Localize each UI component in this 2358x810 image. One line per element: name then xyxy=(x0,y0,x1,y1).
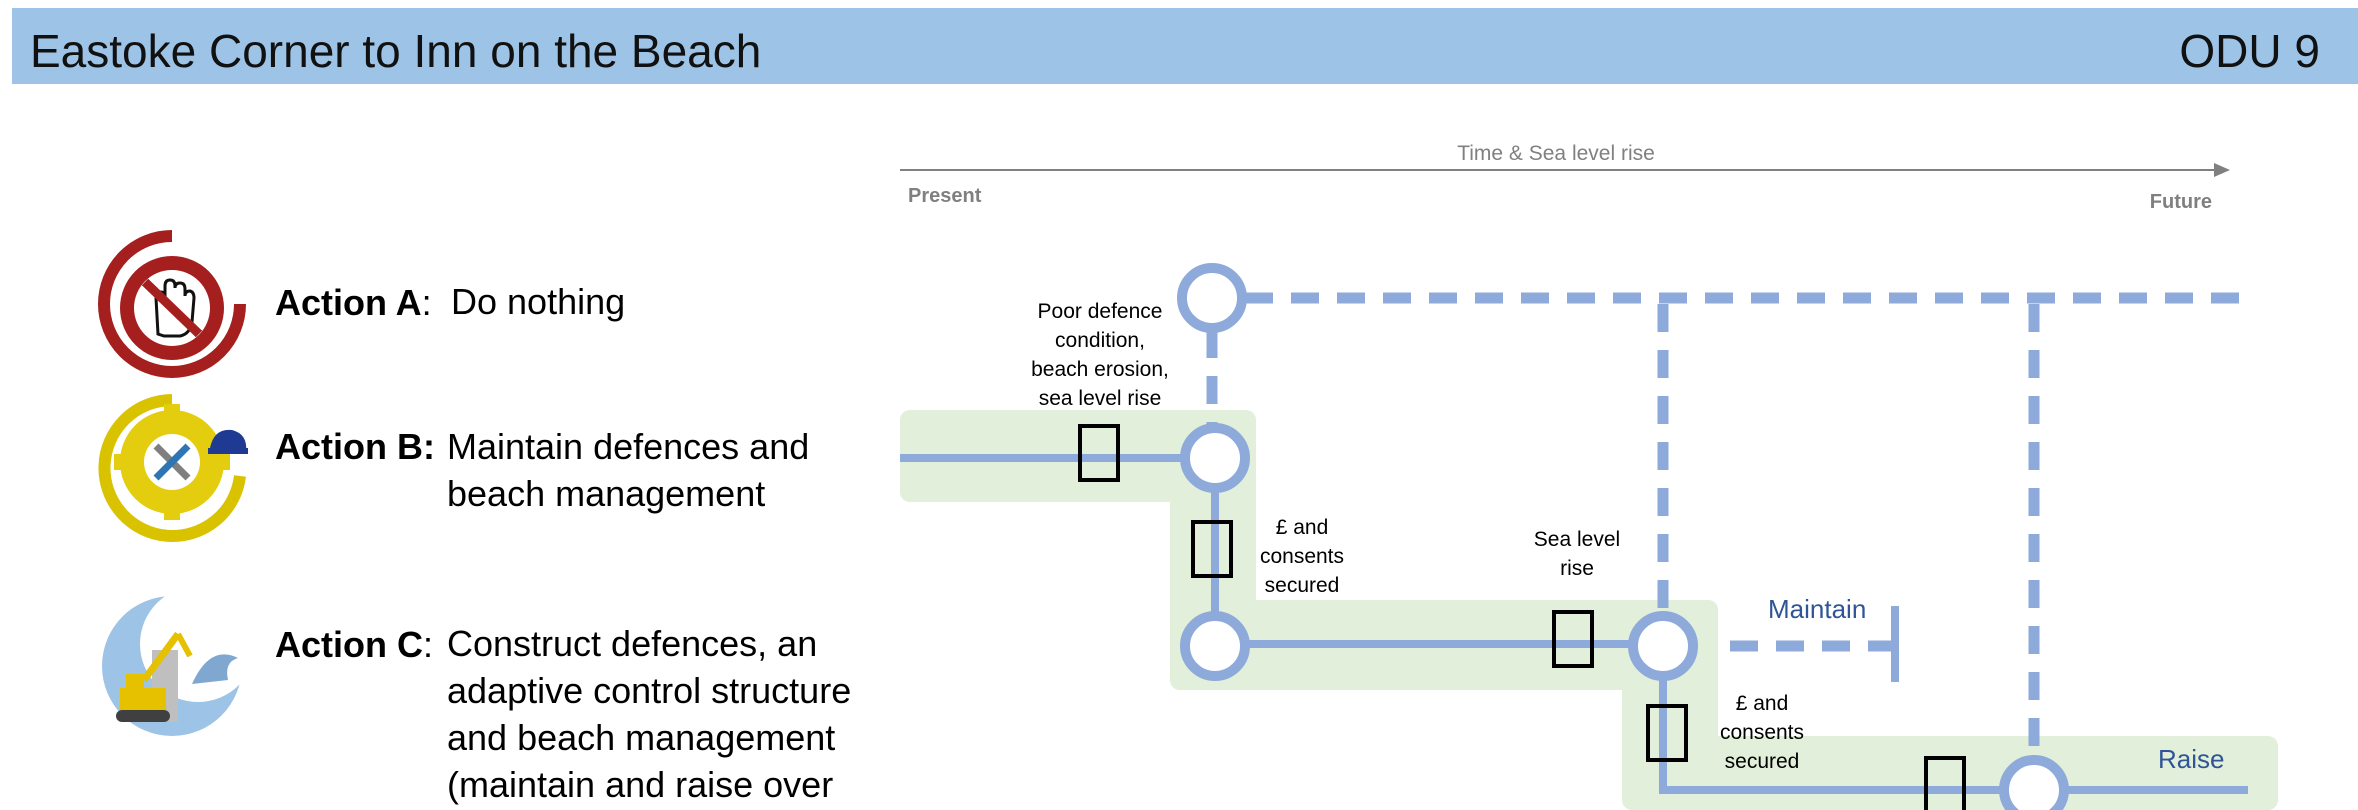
trigger-box-5 xyxy=(1924,756,1966,810)
action-b-description: Maintain defences and beach management xyxy=(447,426,810,514)
action-c-description: Construct defences, an adaptive control … xyxy=(447,623,852,805)
future-label: Future xyxy=(2150,191,2212,213)
present-label: Present xyxy=(908,185,982,207)
action-a-description: Do nothing xyxy=(451,281,626,322)
trigger-funds-1-line-1: £ and xyxy=(1276,516,1329,539)
trigger-box-3 xyxy=(1552,610,1594,668)
time-axis-arrow xyxy=(2214,163,2230,177)
trigger-sea-level-line-2: rise xyxy=(1560,557,1594,580)
trigger-box-4 xyxy=(1646,704,1688,762)
decision-node-2 xyxy=(1180,611,1250,681)
trigger-funds-1-line-3: secured xyxy=(1265,574,1340,597)
decision-node-3 xyxy=(1628,611,1698,681)
trigger-funds-2-line-1: £ and xyxy=(1736,692,1789,715)
trigger-funds-2-line-3: secured xyxy=(1725,750,1800,773)
trigger-box-1 xyxy=(1078,424,1120,482)
trigger-funds-1-line-2: consents xyxy=(1260,545,1344,568)
maintain-gear-icon xyxy=(92,390,252,550)
decision-node-1 xyxy=(1180,423,1250,493)
trigger-funds-2-line-2: consents xyxy=(1720,721,1804,744)
action-c-label: Action C: xyxy=(275,624,434,665)
trigger-poor-line-3: beach erosion, xyxy=(1031,358,1169,381)
trigger-poor-line-2: condition, xyxy=(1055,329,1145,352)
do-nothing-hand-icon xyxy=(92,226,252,386)
action-a-label: Action A: xyxy=(275,282,432,323)
page-title: Eastoke Corner to Inn on the Beach xyxy=(30,25,762,77)
decision-node-4 xyxy=(1999,755,2069,810)
title-bar: Eastoke Corner to Inn on the Beach ODU 9 xyxy=(12,8,2358,84)
maintain-path-label: Maintain xyxy=(1768,594,1866,624)
raise-path-label: Raise xyxy=(2158,744,2224,774)
time-axis-label: Time & Sea level rise xyxy=(1457,142,1655,165)
odu-label: ODU 9 xyxy=(2179,25,2320,77)
trigger-poor-line-4: sea level rise xyxy=(1039,387,1162,410)
transition-line-2 xyxy=(1659,676,2003,794)
trigger-box-2 xyxy=(1191,520,1233,578)
trigger-poor-line-1: Poor defence xyxy=(1038,300,1163,323)
action-b-label: Action B: xyxy=(275,426,435,467)
construct-excavator-icon xyxy=(92,584,252,744)
decision-node-do-nothing xyxy=(1177,263,1247,333)
trigger-sea-level-line-1: Sea level xyxy=(1534,528,1620,551)
